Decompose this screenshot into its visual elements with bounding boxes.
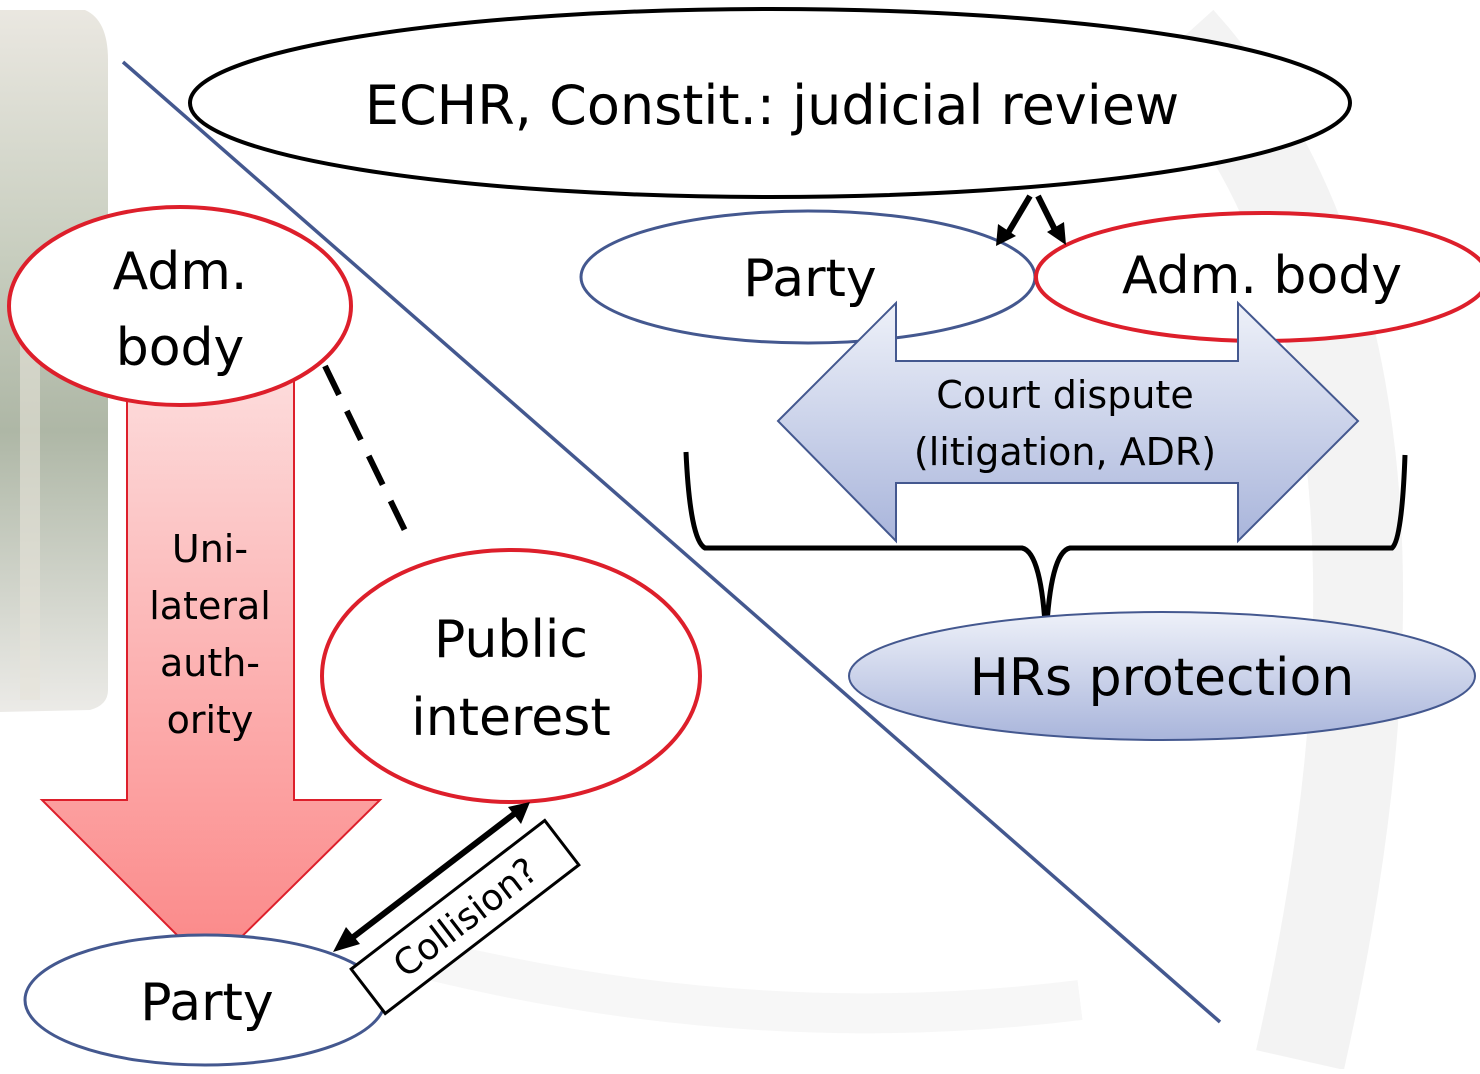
public-interest-line1: Public <box>434 610 588 670</box>
authority-line-4: ority <box>167 698 254 742</box>
right-party-ellipse: Party <box>579 209 1037 345</box>
review-connector-arrows <box>996 194 1066 246</box>
authority-line-1: Uni- <box>172 527 248 571</box>
right-adm-body-label: Adm. body <box>1122 246 1402 306</box>
authority-line-2: lateral <box>149 584 271 628</box>
unilateral-authority-arrow: Uni- lateral auth- ority <box>39 329 383 970</box>
hrs-protection-ellipse: HRs protection <box>848 611 1476 741</box>
left-party-label: Party <box>140 973 273 1033</box>
court-dispute-line2: (litigation, ADR) <box>914 430 1216 474</box>
hrs-protection-label: HRs protection <box>970 648 1355 708</box>
court-dispute-arrow: Court dispute (litigation, ADR) <box>776 300 1360 544</box>
judicial-review-label: ECHR, Constit.: judicial review <box>365 74 1179 137</box>
left-adm-body-ellipse: Adm. body <box>7 205 353 407</box>
authority-line-3: auth- <box>160 641 260 685</box>
diagonal-divider-line <box>121 60 1222 1024</box>
right-adm-body-ellipse: Adm. body <box>1034 211 1480 343</box>
left-party-ellipse: Party <box>23 933 387 1067</box>
court-dispute-line1: Court dispute <box>936 373 1193 417</box>
right-party-label: Party <box>743 249 876 309</box>
collision-arrow <box>333 802 530 952</box>
public-interest-line2: interest <box>411 688 611 748</box>
dashed-connector <box>322 364 415 547</box>
left-adm-body-line1: Adm. <box>113 242 248 302</box>
public-interest-ellipse: Public interest <box>320 548 702 804</box>
left-adm-body-line2: body <box>116 318 245 378</box>
judicial-review-ellipse: ECHR, Constit.: judicial review <box>188 7 1352 199</box>
